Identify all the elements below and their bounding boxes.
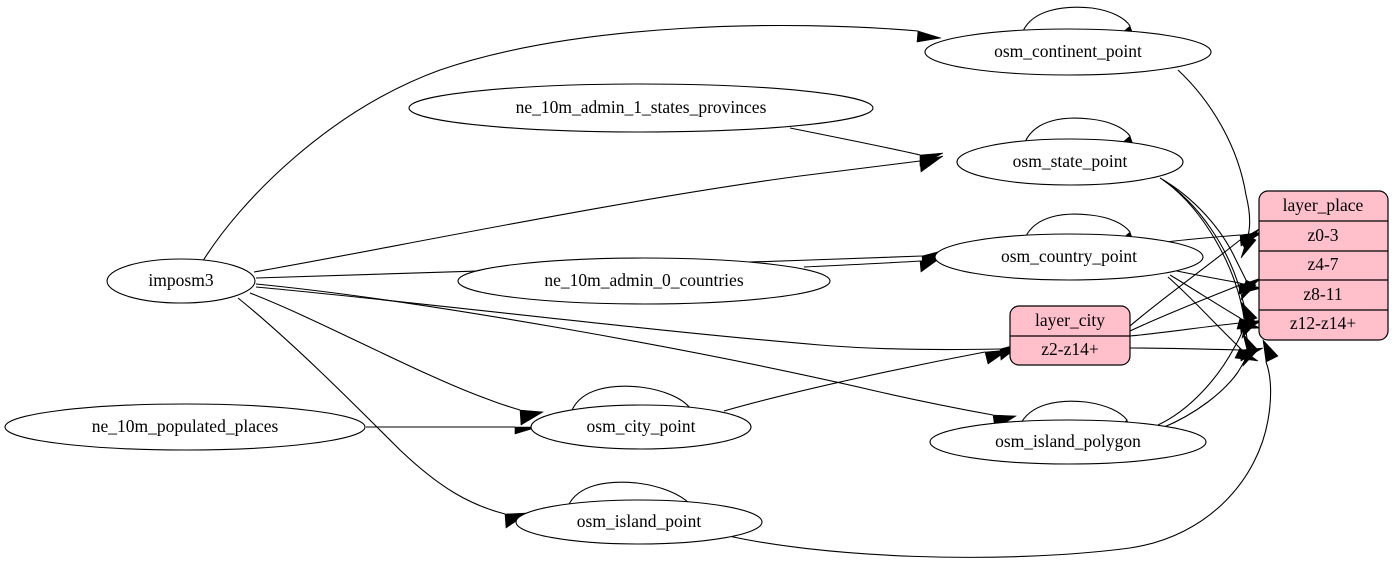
record-nodes-group: layer_place z0-3 z4-7 z8-11 z12-z14+ lay… — [1009, 190, 1389, 366]
node-ne-10m-admin-1-states-provinces[interactable]: ne_10m_admin_1_states_provinces — [408, 83, 874, 133]
edge-imposm3-to-city — [249, 292, 544, 426]
edge-island-polygon-to-place-z811 — [1157, 301, 1258, 426]
edge-city-layer-to-place-z12 — [1129, 347, 1264, 362]
node-osm-state-point-label: osm_state_point — [1013, 151, 1128, 171]
node-osm-continent-point-label: osm_continent_point — [994, 41, 1142, 61]
node-ne-populated-label: ne_10m_populated_places — [92, 416, 279, 436]
edge-city-layer-to-place-z03 — [1129, 228, 1260, 327]
edge-island-point-to-place-z12 — [719, 339, 1279, 558]
node-layer-city[interactable]: layer_city z2-z14+ — [1009, 305, 1131, 366]
node-imposm3-label: imposm3 — [148, 270, 213, 290]
node-osm-island-point[interactable]: osm_island_point — [515, 499, 763, 545]
edge-ne-populated-to-city — [366, 426, 539, 435]
node-layer-place[interactable]: layer_place z0-3 z4-7 z8-11 z12-z14+ — [1258, 190, 1389, 341]
layer-place-row-z0-3[interactable]: z0-3 — [1307, 225, 1338, 245]
node-imposm3[interactable]: imposm3 — [106, 258, 256, 304]
node-osm-country-point-label: osm_country_point — [1001, 246, 1137, 266]
node-ne-10m-populated-places[interactable]: ne_10m_populated_places — [4, 403, 366, 451]
edge-imposm3-to-state — [253, 155, 944, 273]
edge-city-layer-to-place-z47 — [1129, 277, 1262, 332]
edge-ne-states-to-state — [789, 127, 944, 167]
edge-island-polygon-to-place-z12 — [1161, 332, 1259, 429]
node-osm-continent-point[interactable]: osm_continent_point — [924, 28, 1212, 76]
node-osm-country-point[interactable]: osm_country_point — [934, 233, 1204, 281]
edges-group — [200, 6, 1279, 558]
node-osm-island-point-label: osm_island_point — [577, 511, 702, 531]
layer-place-row-z4-7[interactable]: z4-7 — [1307, 254, 1338, 274]
node-ne-countries-label: ne_10m_admin_0_countries — [544, 270, 743, 290]
layer-city-row-z2-z14[interactable]: z2-z14+ — [1041, 339, 1099, 359]
node-osm-island-polygon-label: osm_island_polygon — [995, 431, 1141, 451]
layer-place-row-z12-z14[interactable]: z12-z14+ — [1290, 313, 1356, 333]
node-ne-10m-admin-0-countries[interactable]: ne_10m_admin_0_countries — [457, 257, 831, 305]
layer-place-header: layer_place — [1283, 195, 1364, 215]
node-osm-city-point-label: osm_city_point — [587, 416, 696, 436]
node-ne-states-label: ne_10m_admin_1_states_provinces — [516, 97, 767, 117]
layer-city-header: layer_city — [1035, 310, 1105, 330]
node-osm-city-point[interactable]: osm_city_point — [530, 404, 752, 450]
edge-imposm3-to-continent — [200, 24, 942, 265]
edge-osm-city-to-layer-city — [723, 349, 1010, 412]
node-osm-island-polygon[interactable]: osm_island_polygon — [929, 419, 1207, 465]
nodes-group: imposm3 ne_10m_admin_1_states_provinces … — [4, 28, 1212, 545]
node-osm-state-point[interactable]: osm_state_point — [956, 138, 1184, 186]
layer-place-row-z8-11[interactable]: z8-11 — [1303, 284, 1342, 304]
edge-continent-to-place-z03 — [1177, 69, 1257, 259]
